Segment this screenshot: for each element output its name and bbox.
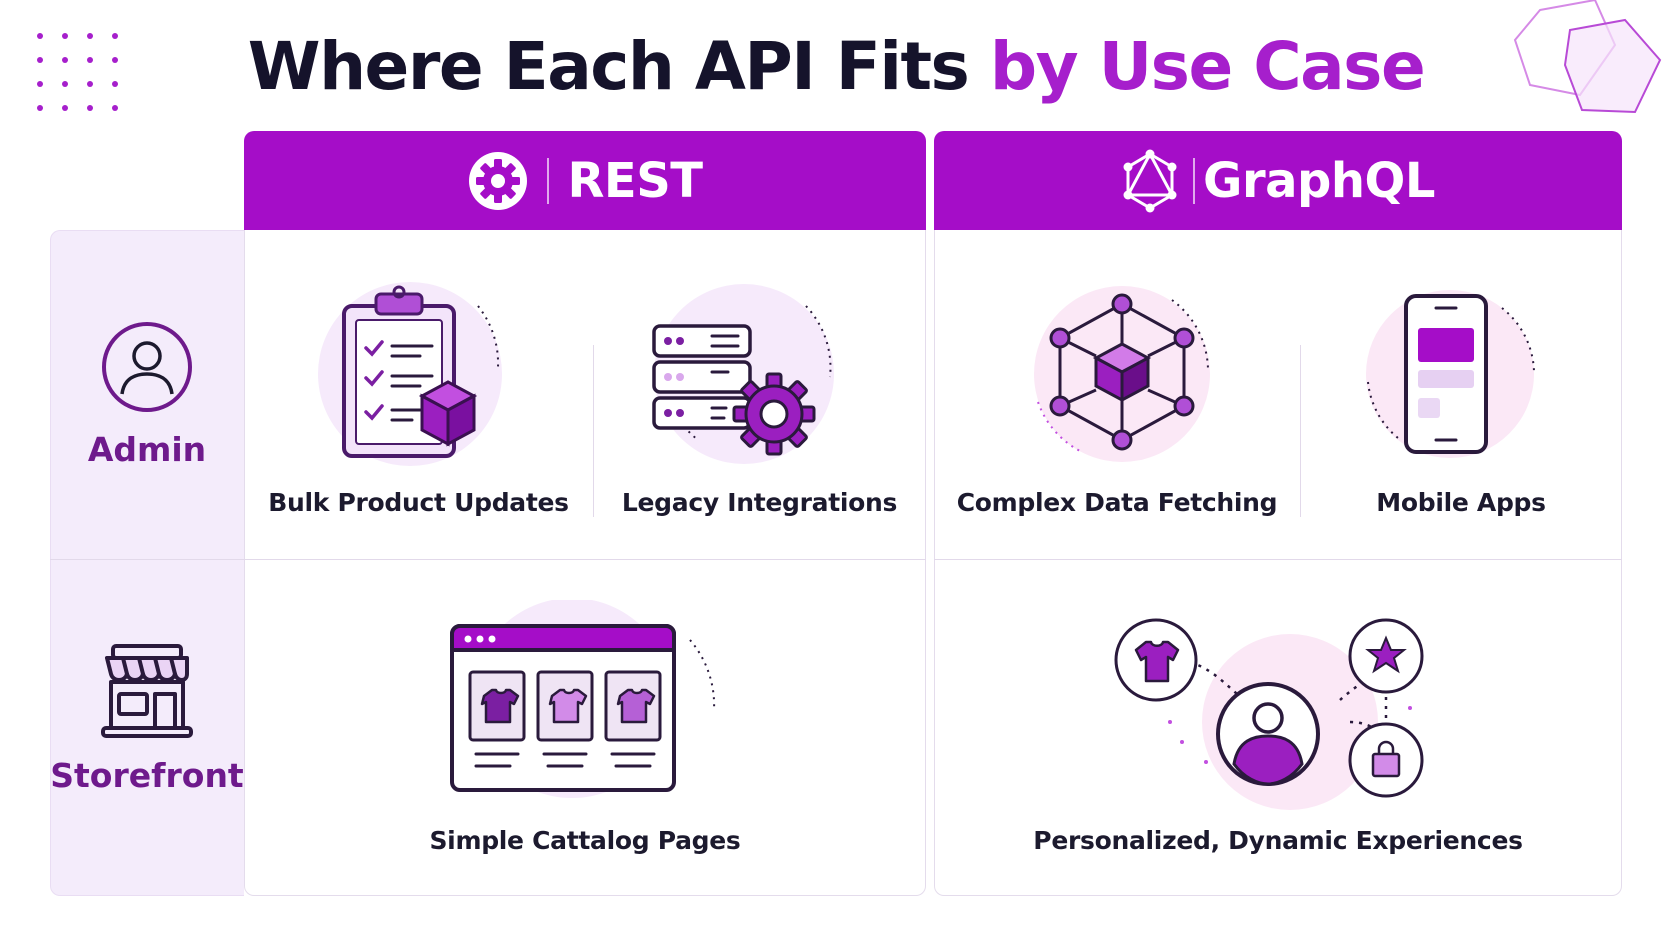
- header-separator: [547, 157, 550, 204]
- clipboard-checklist-icon: [318, 282, 502, 466]
- cell-divider: [593, 345, 594, 517]
- row-divider: [50, 559, 926, 560]
- decorative-hexagons: [1513, 0, 1662, 114]
- page-title: Where Each API Fits by Use Case: [0, 28, 1672, 105]
- header-separator: [1193, 157, 1196, 204]
- row-label-admin: Admin: [87, 430, 207, 469]
- use-case-label: Legacy Integrations: [621, 488, 898, 517]
- column-header-rest: REST: [244, 131, 926, 230]
- decorative-dot-grid: [37, 33, 118, 111]
- column-label-rest: REST: [567, 152, 703, 209]
- cell-divider: [1300, 345, 1301, 517]
- personalization-network-icon: [1114, 618, 1424, 810]
- use-case-label: Bulk Product Updates: [268, 488, 569, 517]
- graphql-logo-icon: [1123, 149, 1177, 212]
- row-label-storefront: Storefront: [50, 756, 244, 795]
- mobile-phone-icon: [1366, 290, 1535, 458]
- gear-icon: [469, 151, 528, 210]
- column-header-graphql: GraphQL: [934, 131, 1622, 230]
- network-cube-icon: [1034, 286, 1210, 462]
- column-label-graphql: GraphQL: [1203, 152, 1435, 209]
- title-accent: by Use Case: [989, 28, 1426, 105]
- row-divider: [934, 559, 1622, 560]
- title-main: Where Each API Fits: [247, 28, 970, 105]
- row-labels-panel: [50, 230, 244, 896]
- use-case-label: Simple Cattalog Pages: [429, 826, 741, 855]
- server-gear-icon: [652, 284, 834, 464]
- product-catalog-page-icon: [450, 600, 716, 798]
- user-icon: [102, 322, 192, 412]
- use-case-label: Mobile Apps: [1376, 488, 1546, 517]
- storefront-icon: [101, 644, 193, 738]
- use-case-label: Complex Data Fetching: [956, 488, 1278, 517]
- use-case-label: Personalized, Dynamic Experiences: [1033, 826, 1523, 855]
